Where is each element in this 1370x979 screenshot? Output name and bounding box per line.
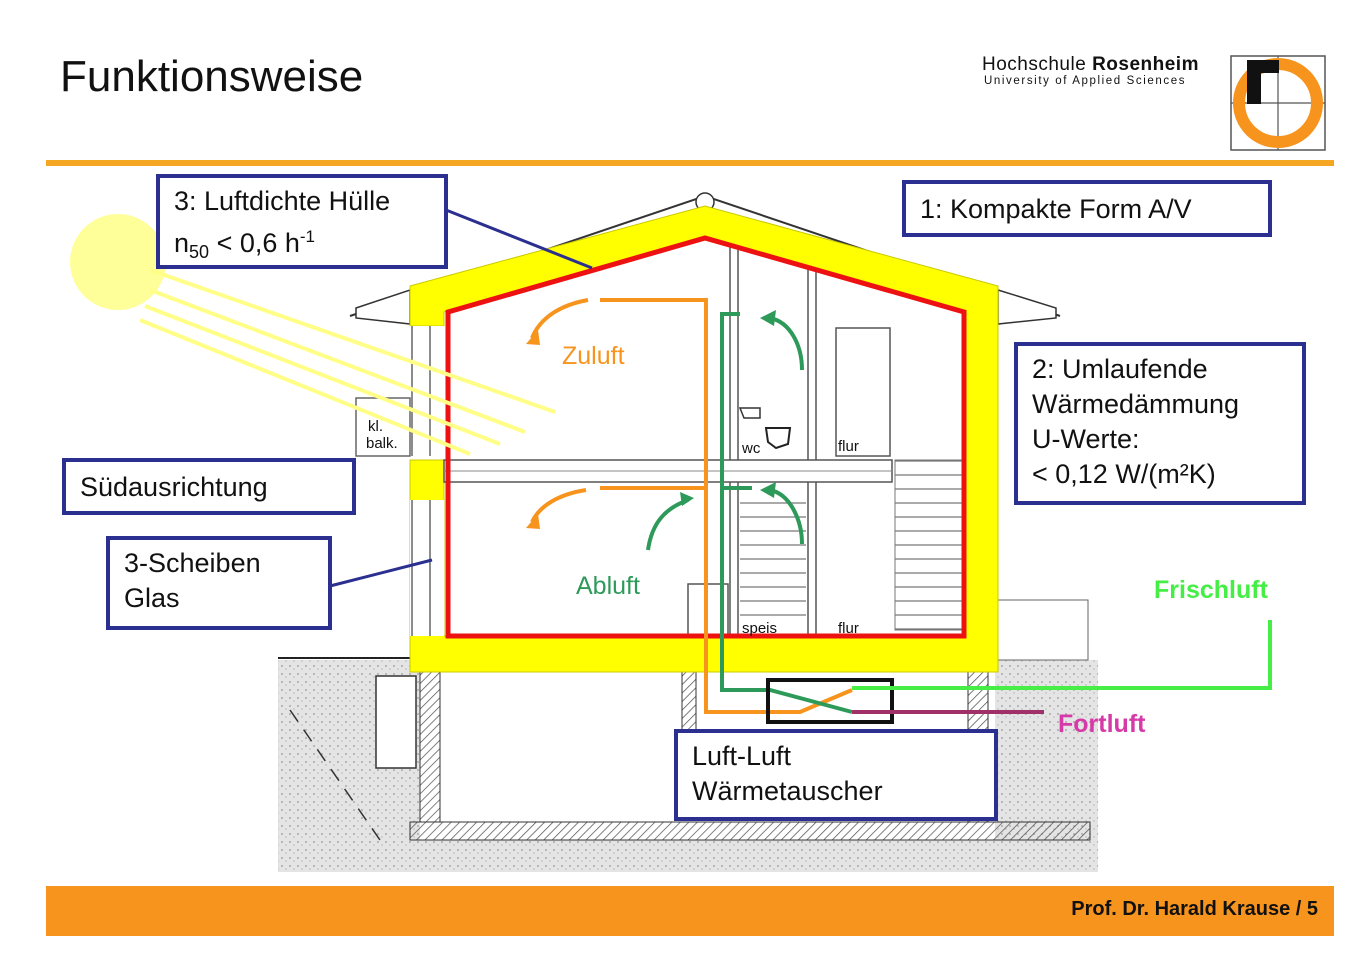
logo-name: Hochschule Rosenheim [982, 54, 1199, 76]
callout-triple-glazing: 3-Scheiben Glas [106, 536, 332, 630]
logo-name-regular: Hochschule [982, 54, 1093, 75]
fresh-air-duct [852, 620, 1272, 690]
callout-insulation-line3: U-Werte: [1032, 424, 1140, 454]
callout-south-orientation: Südausrichtung [62, 458, 356, 515]
room-label-balcony-1: kl. [368, 418, 383, 435]
callout-insulation-line1: 2: Umlaufende [1032, 354, 1208, 384]
room-label-wc: wc [742, 440, 761, 457]
footer-author-page: Prof. Dr. Harald Krause / 5 [1071, 898, 1318, 920]
callout-airtight-line2: n50 < 0,6 h-1 [174, 227, 316, 262]
airtight-layer [445, 235, 967, 639]
ground-bottom [278, 840, 1098, 872]
label-fresh-air: Frischluft [1154, 576, 1268, 604]
callout-hx-line2: Wärmetauscher [692, 776, 883, 806]
page-title: Funktionsweise [60, 52, 364, 101]
callout-insulation-line4: < 0,12 W/(m²K) [1032, 459, 1216, 489]
exhaust-air-duct [646, 312, 853, 714]
label-exhaust-air: Abluft [576, 572, 640, 600]
callout-airtight-envelope: 3: Luftdichte Hülle n50 < 0,6 h-1 [156, 174, 448, 269]
callout-insulation: 2: Umlaufende Wärmedämmung U-Werte: < 0,… [1014, 342, 1306, 505]
logo-name-bold: Rosenheim [1092, 54, 1199, 75]
basement-wall-left [419, 669, 441, 823]
room-label-balcony-2: balk. [366, 435, 398, 452]
label-outgoing-air: Fortluft [1058, 710, 1146, 738]
callout-compact-form: 1: Kompakte Form A/V [902, 180, 1272, 237]
logo-subtitle: University of Applied Sciences [984, 75, 1187, 87]
callout-glazing-line2: Glas [124, 583, 180, 613]
callout-heat-exchanger: Luft-Luft Wärmetauscher [674, 729, 998, 821]
sun-icon [70, 214, 166, 310]
callout-hx-line1: Luft-Luft [692, 741, 792, 771]
callout-airtight-line1: 3: Luftdichte Hülle [174, 186, 391, 216]
sun-rays [139, 268, 556, 456]
label-supply-air: Zuluft [562, 342, 625, 370]
room-label-flur-upper: flur [838, 438, 859, 455]
callout-insulation-line2: Wärmedämmung [1032, 389, 1240, 419]
room-label-speis: speis [742, 620, 778, 637]
callout-leaders [329, 208, 593, 588]
basement-slab [409, 821, 1091, 841]
room-label-flur-lower: flur [838, 620, 859, 637]
callout-glazing-line1: 3-Scheiben [124, 548, 261, 578]
footer-bar [46, 886, 1334, 936]
header-divider [46, 160, 1334, 166]
heat-exchanger-unit [766, 678, 894, 724]
